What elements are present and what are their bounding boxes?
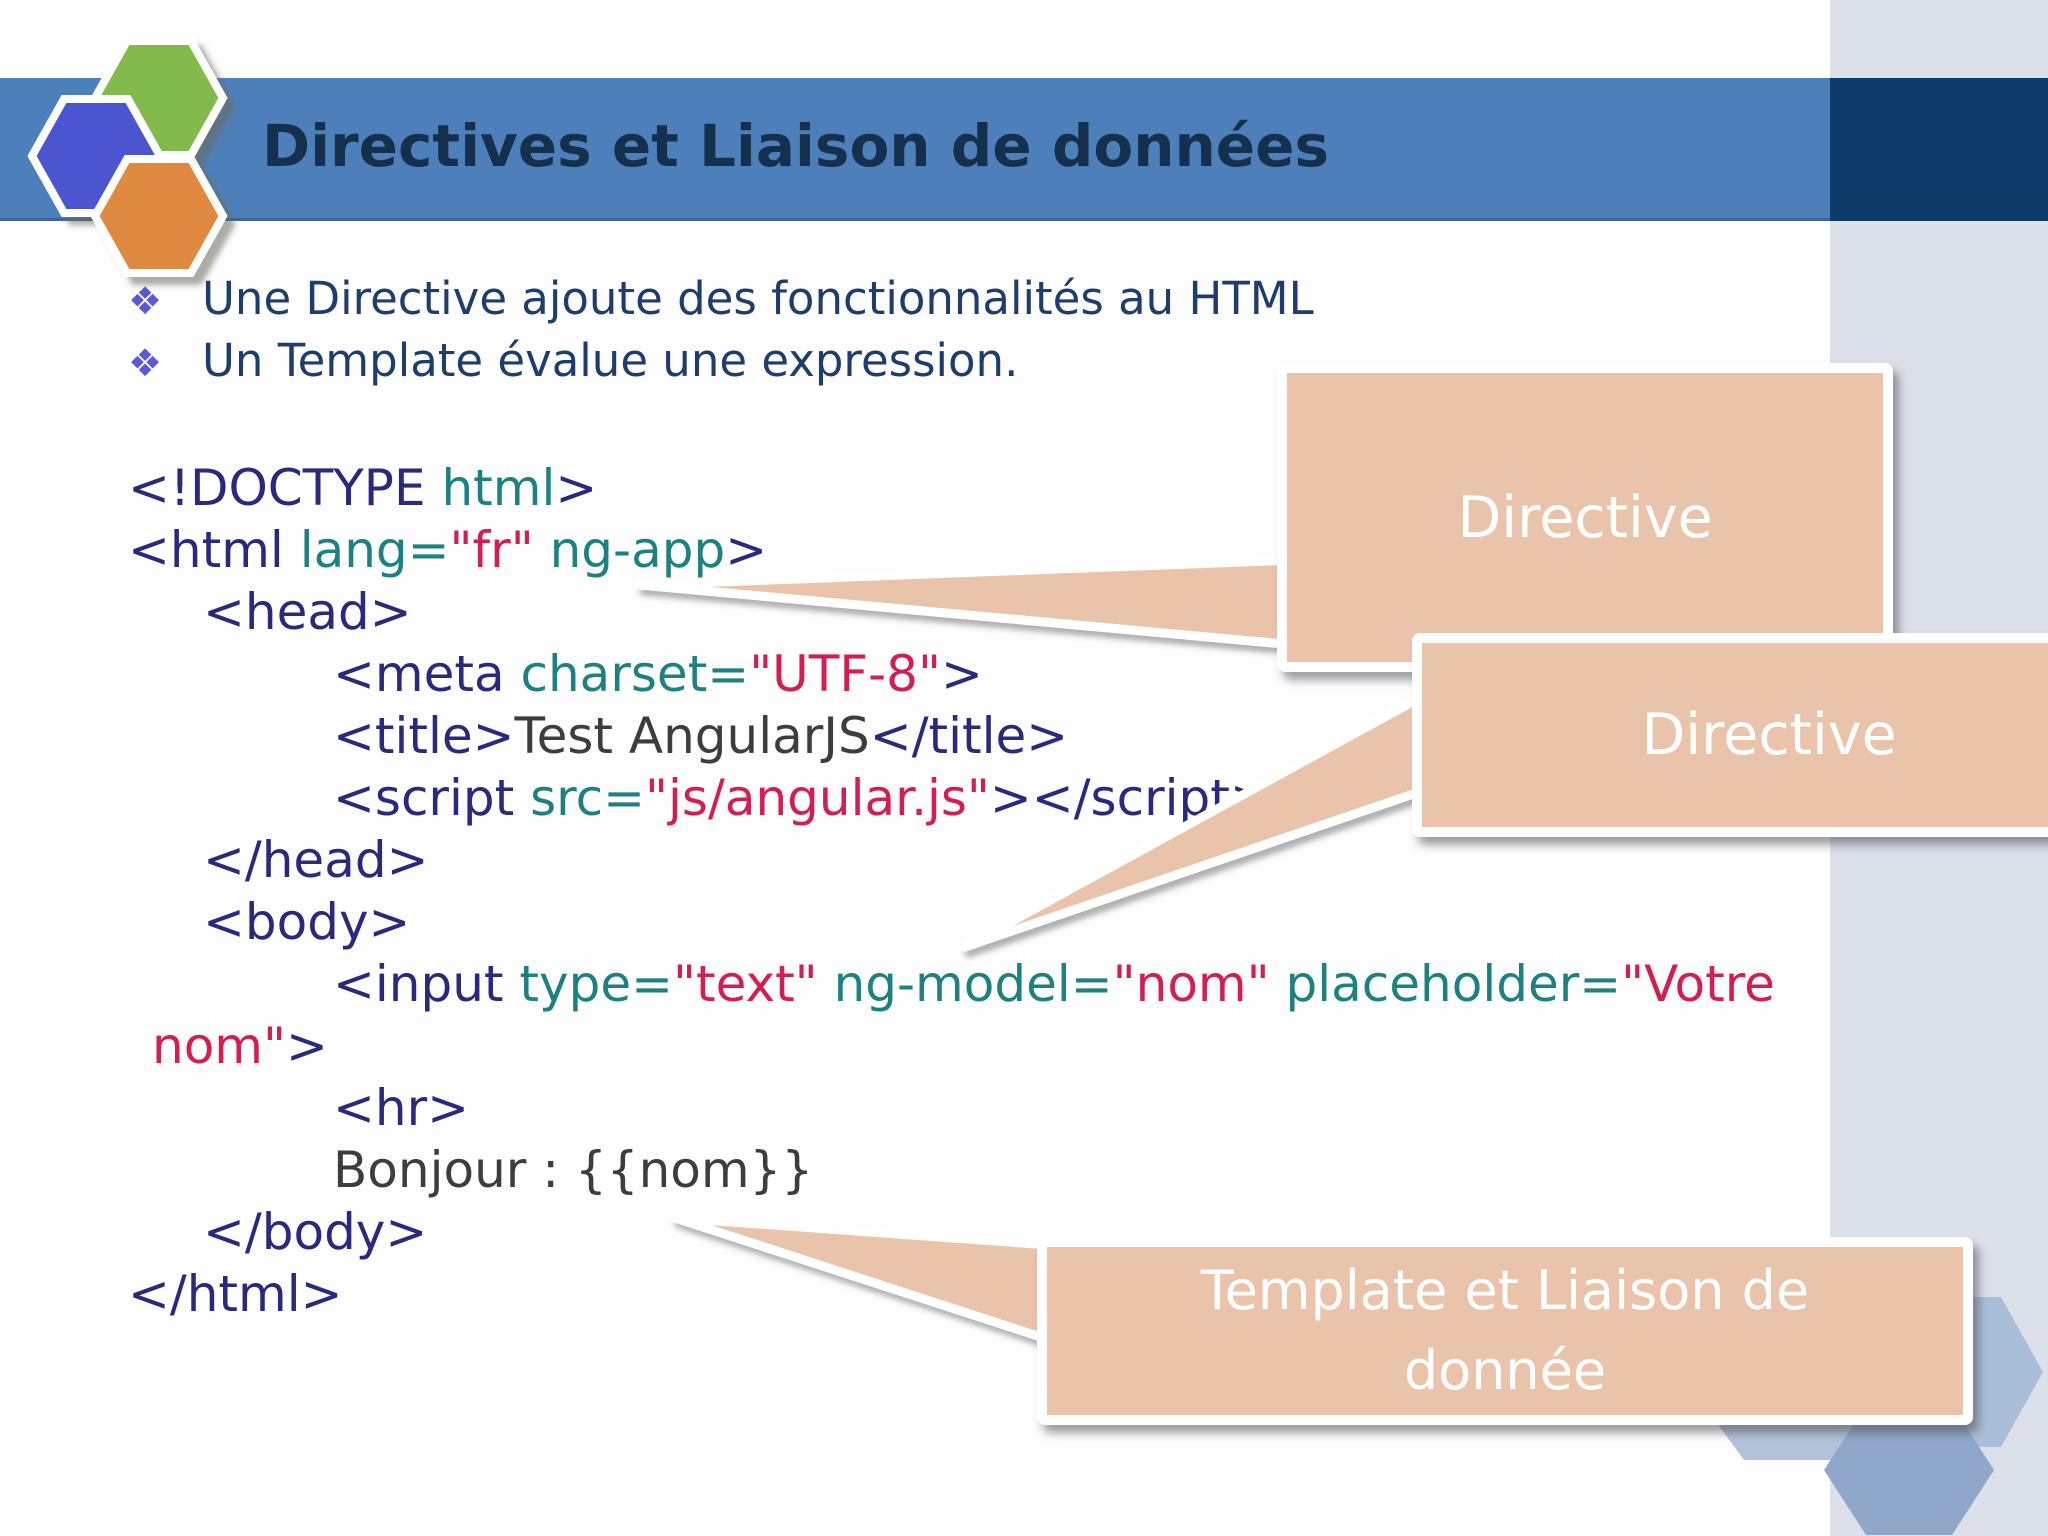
code-token-tag: <!DOCTYPE (128, 459, 442, 517)
code-token-val: "UTF-8" (749, 645, 941, 703)
code-token-attr: src= (530, 769, 646, 827)
code-token-val: "Votre (1621, 955, 1775, 1013)
code-token-tag: > (285, 1017, 328, 1075)
code-token-attr: type= (519, 955, 673, 1013)
code-line: </head> (0, 829, 1775, 891)
callout-directive-2: Directive (1412, 633, 2048, 837)
code-token-val: "nom" (1112, 955, 1270, 1013)
code-token-tag: > (940, 645, 983, 703)
code-token-tag: ></script> (989, 769, 1272, 827)
code-token-tag: <input (333, 955, 520, 1013)
code-line: <body> (0, 891, 1775, 953)
bullet-text: Une Directive ajoute des fonctionnalités… (202, 272, 1314, 325)
code-token-val: "js/angular.js" (645, 769, 990, 827)
header-dark-block (1830, 78, 2048, 221)
code-token-tag: <head> (203, 583, 412, 641)
code-line: <head> (0, 581, 1775, 643)
code-line: <!DOCTYPE html> (0, 457, 1775, 519)
code-token-tag: </body> (203, 1203, 428, 1261)
callout-label: Directive (1457, 484, 1713, 551)
hexagon-logo (27, 37, 228, 277)
code-token-tag: <hr> (333, 1079, 470, 1137)
code-token-val: nom" (152, 1017, 286, 1075)
code-block: <!DOCTYPE html><html lang="fr" ng-app><h… (0, 457, 1775, 1325)
code-line: Bonjour : {{nom}} (0, 1139, 1775, 1201)
code-token-tag: > (725, 521, 768, 579)
code-token-attr: placeholder= (1269, 955, 1622, 1013)
callout-label: Directive (1641, 702, 1897, 768)
code-line: <html lang="fr" ng-app> (0, 519, 1775, 581)
code-line: <meta charset="UTF-8"> (0, 643, 1775, 705)
bullet-list: ❖ Une Directive ajoute des fonctionnalit… (128, 272, 1314, 396)
header-bar (0, 78, 1830, 221)
code-line: </body> (0, 1201, 1775, 1263)
orange-hexagon-icon (90, 155, 228, 277)
diamond-bullet-icon: ❖ (128, 341, 163, 385)
code-token-attr: lang= (299, 521, 450, 579)
code-line: <input type="text" ng-model="nom" placeh… (0, 953, 1775, 1015)
code-token-tag: <script (333, 769, 531, 827)
code-token-attr: charset= (520, 645, 750, 703)
code-token-attr: ng-app (533, 521, 726, 579)
code-token-tag: <meta (333, 645, 521, 703)
code-token-txt: Bonjour : {{nom}} (333, 1141, 814, 1199)
code-token-val: "fr" (449, 521, 534, 579)
code-token-attr: html (441, 459, 556, 517)
code-token-txt: Test AngularJS (514, 707, 870, 765)
callout-template-binding: Template et Liaison de donnée (1037, 1237, 1973, 1425)
bullet-text: Un Template évalue une expression. (202, 334, 1019, 387)
code-token-tag: </html> (128, 1265, 343, 1323)
code-token-tag: </head> (203, 831, 429, 889)
code-token-tag: > (555, 459, 598, 517)
code-line: <hr> (0, 1077, 1775, 1139)
code-line: </html> (0, 1263, 1775, 1325)
code-token-attr: ng-model= (817, 955, 1113, 1013)
diamond-bullet-icon: ❖ (128, 279, 163, 323)
bullet-item: ❖ Une Directive ajoute des fonctionnalit… (128, 272, 1314, 334)
bullet-item: ❖ Un Template évalue une expression. (128, 334, 1314, 396)
code-token-tag: <html (128, 521, 300, 579)
code-token-tag: <body> (203, 893, 411, 951)
page-title: Directives et Liaison de données (262, 112, 1329, 180)
callout-directive-1: Directive (1277, 363, 1893, 672)
code-line: nom"> (0, 1015, 1775, 1077)
callout-label: Template et Liaison de donnée (1200, 1259, 1810, 1402)
code-token-tag: <title> (333, 707, 515, 765)
code-token-val: "text" (673, 955, 818, 1013)
code-token-tag: </title> (869, 707, 1069, 765)
